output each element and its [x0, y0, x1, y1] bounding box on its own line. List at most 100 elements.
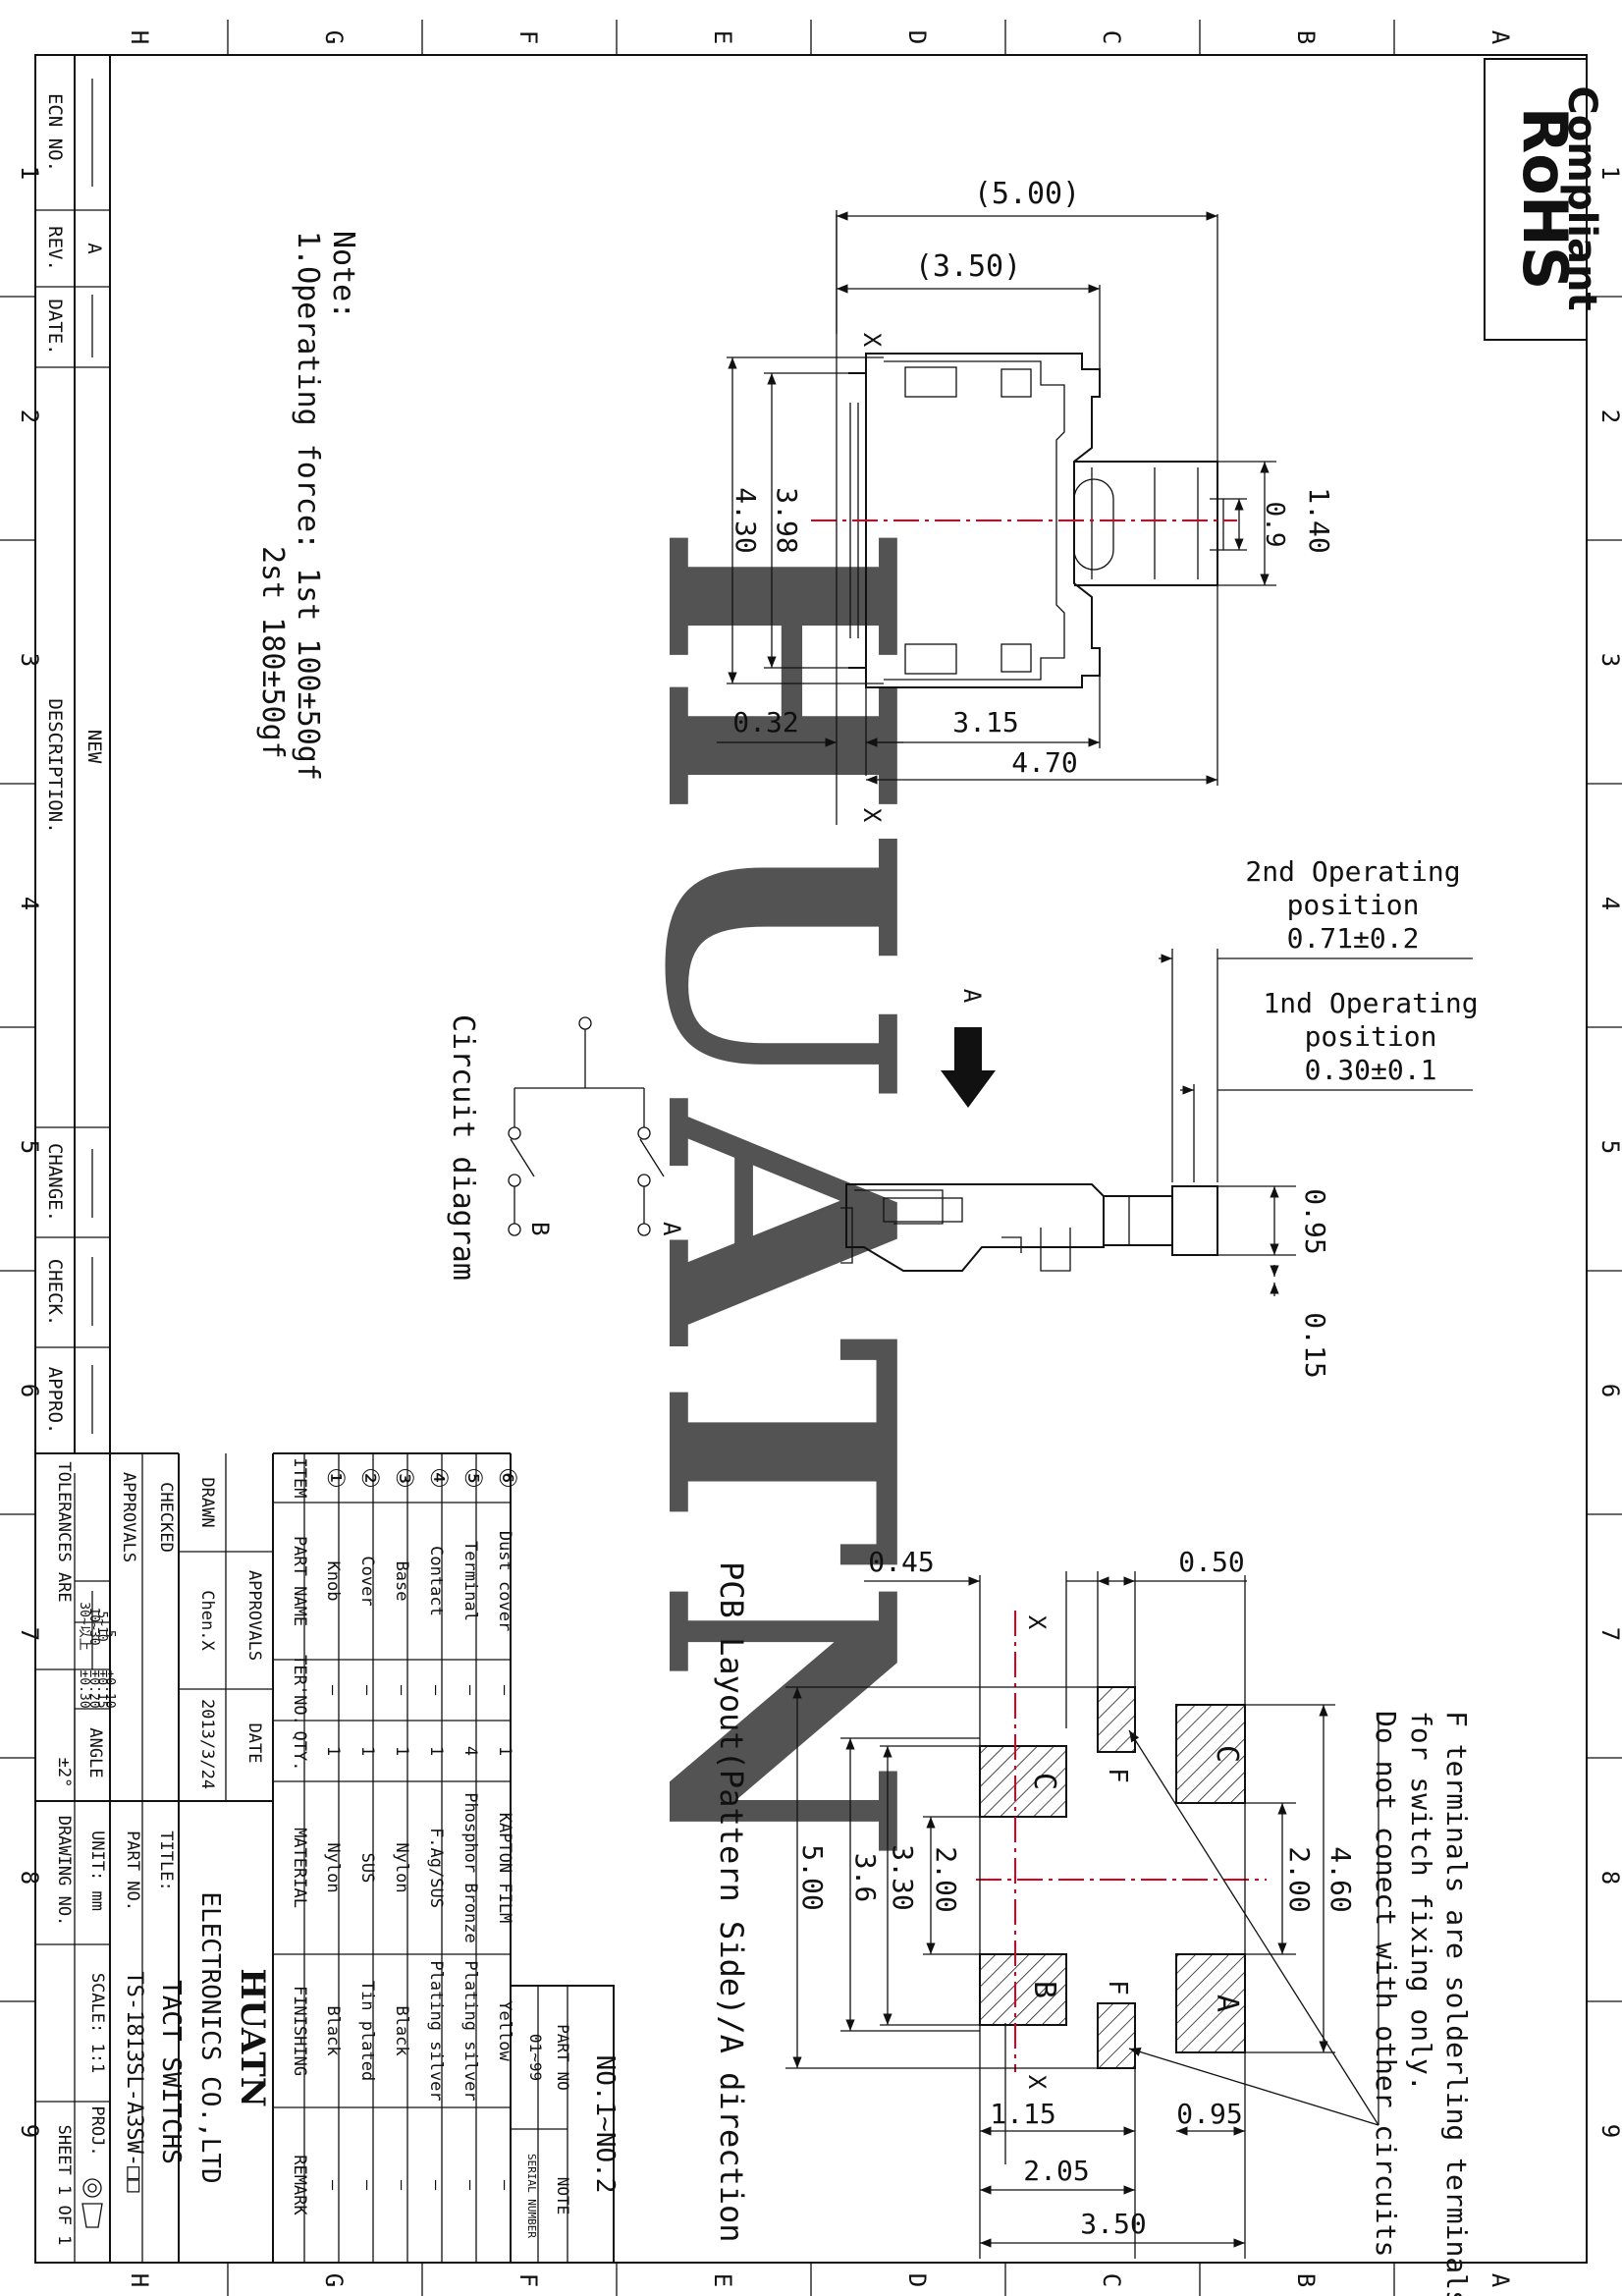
pcb-pad-f — [1097, 2002, 1136, 2069]
title-value: TACT SWITCHS — [156, 1980, 186, 2164]
zone-number: 2 — [16, 410, 43, 423]
circuit-diagram: Circuit diagram A B — [446, 1014, 685, 1281]
note-header: NOTE — [554, 2177, 572, 2215]
part-number-box: NO.1~NO.2 PART NO NOTE 01~99 SERIAL NUMB… — [510, 1985, 620, 2264]
bom-header: QTY. — [290, 1731, 309, 1772]
bom-row-name: Base — [392, 1561, 411, 1602]
dim-pcb-5-00: 5.00 — [796, 1844, 829, 1910]
bom-row-ter: — — [323, 1685, 343, 1696]
bom-row-qty: 1 — [495, 1746, 514, 1756]
zone-number: 1 — [1596, 166, 1622, 180]
zone-number: 4 — [1596, 897, 1622, 910]
zone-number: 5 — [1596, 1140, 1622, 1154]
zone-letter: D — [903, 30, 931, 44]
pad-label-a: A — [1210, 1995, 1244, 2012]
terminals-note: F terminals are solderling terminals for… — [1370, 1711, 1473, 2296]
operating-1st-line1: 1nd Operating — [1263, 987, 1478, 1019]
note-line-1: 1.Operating force: 1st 100±50gf — [291, 231, 325, 781]
bom-header: PART NAME — [290, 1536, 309, 1626]
dim-4-70: 4.70 — [1011, 746, 1077, 779]
bom-row-finishing: Plating silver — [460, 1960, 480, 2101]
bom-row-finishing: Black — [323, 2005, 343, 2055]
tolerance-angle-value: ±2° — [54, 1758, 74, 1788]
ecn-no-label: ECN NO. — [44, 93, 66, 172]
part-range: 01~99 — [526, 2034, 545, 2081]
rev-label: REV. — [44, 226, 66, 271]
rev-value: A — [83, 243, 105, 254]
pcb-pad-f — [1097, 1686, 1136, 1753]
dim-pcb-4-60: 4.60 — [1325, 1846, 1357, 1912]
terminals-note-line3: Do not conect with other circuits — [1370, 1711, 1402, 2257]
circuit-label-a: A — [658, 1222, 685, 1236]
pad-label-f: F — [1103, 1980, 1132, 1995]
zone-number: 9 — [16, 2124, 43, 2138]
bom-row-item: ⑤ — [460, 1467, 487, 1489]
tolerance-value: ±0.10 — [102, 1669, 117, 1708]
pcb-pad-c — [1175, 1704, 1246, 1804]
part-no-value: TS-1813SL-A3SW-□□ — [122, 1971, 146, 2193]
dim-side-0-95: 0.95 — [1299, 1188, 1331, 1254]
bom-header: ITEM — [290, 1458, 309, 1499]
bom-row-item: ⑥ — [494, 1467, 521, 1489]
projection-icon — [81, 2178, 103, 2228]
bom-row-remark: — — [460, 2180, 480, 2191]
bom-row-name: Cover — [357, 1556, 377, 1606]
bom-row-ter: — — [426, 1685, 446, 1696]
operating-2nd-line2: position — [1287, 889, 1420, 921]
approvals-row-label: APPROVALS — [119, 1472, 138, 1562]
zone-letter: E — [709, 30, 736, 44]
bom-row-material: Phosphor Bronze — [460, 1792, 480, 1943]
bom-row-ter: — — [392, 1685, 411, 1696]
appro-label: APPRO. — [44, 1367, 66, 1435]
dim-pcb-2-00: 2.00 — [930, 1846, 962, 1912]
checked-label: CHECKED — [156, 1482, 176, 1553]
change-label: CHANGE. — [44, 1143, 66, 1222]
circuit-label-b: B — [526, 1222, 554, 1235]
dim-pcb-2-05: 2.05 — [1023, 2155, 1089, 2187]
bom-row-finishing: Plating silver — [426, 1960, 446, 2101]
bom-row-item: ① — [322, 1467, 350, 1489]
unit-label: UNIT: mm — [87, 1831, 107, 1911]
zone-letter: H — [126, 2273, 153, 2287]
note-line-2: 2st 180±50gf — [255, 546, 290, 759]
bom-row-ter: — — [357, 1685, 377, 1696]
pad-label-f: F — [1103, 1768, 1132, 1783]
bom-row-material: SUS — [357, 1853, 377, 1884]
zone-number: 6 — [16, 1384, 43, 1397]
revision-block: ECN NO. REV. A DATE. DESCRIPTION. NEW CH… — [35, 55, 111, 1454]
section-mark-x: X — [858, 333, 886, 348]
approvals-header: APPROVALS — [244, 1570, 264, 1661]
zone-letter: H — [126, 30, 153, 44]
bom-row-remark: — — [323, 2180, 343, 2191]
press-direction-arrow-icon — [941, 1027, 996, 1108]
side-view-drawing: 2nd Operating position 0.71±0.2 1nd Oper… — [840, 855, 1479, 1379]
company-name: HUATN — [233, 1968, 272, 2107]
dim-3-98: 3.98 — [771, 487, 803, 553]
title-label: TITLE: — [156, 1831, 176, 1890]
scale-label: SCALE: 1:1 — [87, 1973, 107, 2073]
pcb-pad-a — [1175, 1953, 1246, 2053]
date-header: DATE — [244, 1723, 264, 1764]
part-no-header: PART NO — [554, 2024, 572, 2090]
watermark-text: HUATN — [596, 523, 963, 1874]
bom-row-qty: 1 — [426, 1746, 446, 1756]
drawn-date: 2013/3/24 — [197, 1699, 217, 1789]
company-full-name: ELECTRONICS CO.,LTD — [195, 1891, 225, 2183]
tolerance-range: 5~10 — [94, 1611, 109, 1641]
bom-row-finishing: Tin plated — [357, 1981, 377, 2081]
terminals-note-line2: for switch fixing only. — [1405, 1711, 1437, 2092]
operating-2nd-value: 0.71±0.2 — [1287, 922, 1420, 955]
section-mark-x: X — [1023, 2075, 1051, 2090]
pad-label-b: B — [1027, 1981, 1061, 1998]
bom-row-item: ② — [356, 1467, 384, 1489]
serial-number-label: SERIAL NUMBER — [525, 2154, 538, 2238]
tolerance-angle: ANGLE — [85, 1727, 105, 1777]
zone-number: 6 — [1596, 1384, 1622, 1397]
tolerance-range: ~ 5 — [102, 1614, 117, 1637]
bom-row-remark: — — [392, 2180, 411, 2191]
zone-number: 3 — [16, 653, 43, 667]
sheet-label: SHEET 1 OF 1 — [54, 2125, 74, 2246]
check-label: CHECK. — [44, 1259, 66, 1327]
tolerance-value: ±0.20 — [86, 1669, 101, 1708]
